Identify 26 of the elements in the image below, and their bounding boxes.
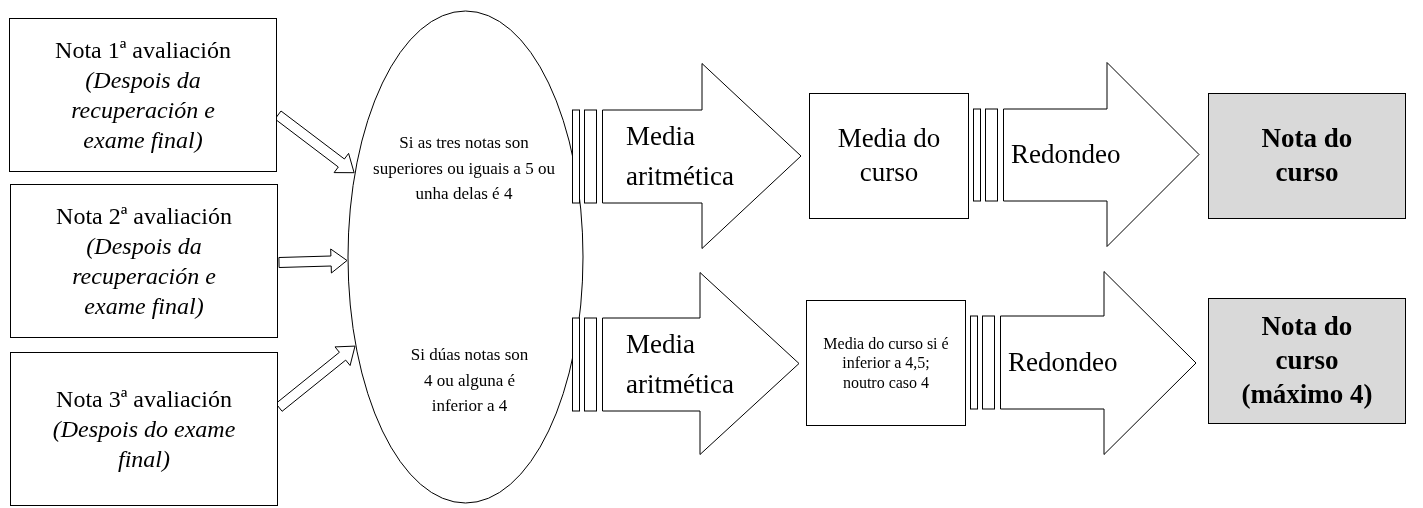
hollow-arrow (278, 248, 348, 274)
condition-text: Si as tres notas son superiores ou iguais a 5 ou unha delas é 4 (372, 132, 556, 205)
node-title: Media do curso (836, 122, 942, 189)
process-box (10, 352, 278, 506)
process-box (10, 184, 278, 338)
result-box (1208, 298, 1406, 424)
node-title: Nota 3ª avaliación (56, 385, 232, 414)
node-title: Nota 1ª avaliación (55, 36, 231, 65)
process-box (806, 300, 966, 426)
condition-text: Si dúas notas son 4 ou alguna é inferior a 4 (409, 344, 530, 417)
node-note: (Despois da recuperación e exame final) (70, 66, 216, 155)
step-label: Media aritmética (626, 328, 735, 401)
hollow-arrow (274, 110, 355, 174)
result-box (1208, 93, 1406, 219)
process-box (9, 18, 277, 172)
hollow-arrow (275, 345, 356, 412)
node-title: Nota do curso (1260, 122, 1354, 189)
node-title: Nota 2ª avaliación (56, 202, 232, 231)
process-box (809, 93, 969, 219)
node-note: (Despois do exame final) (51, 415, 237, 474)
node-title: Media do curso si é inferior a 4,5; noutro caso 4 (823, 334, 949, 392)
node-title: Nota do curso (máximo 4) (1240, 310, 1374, 411)
step-label: Media aritmética (626, 120, 735, 193)
step-label: Redondeo (1011, 138, 1121, 172)
step-label: Redondeo (1008, 345, 1118, 379)
node-note: (Despois da recuperación e exame final) (71, 232, 217, 321)
